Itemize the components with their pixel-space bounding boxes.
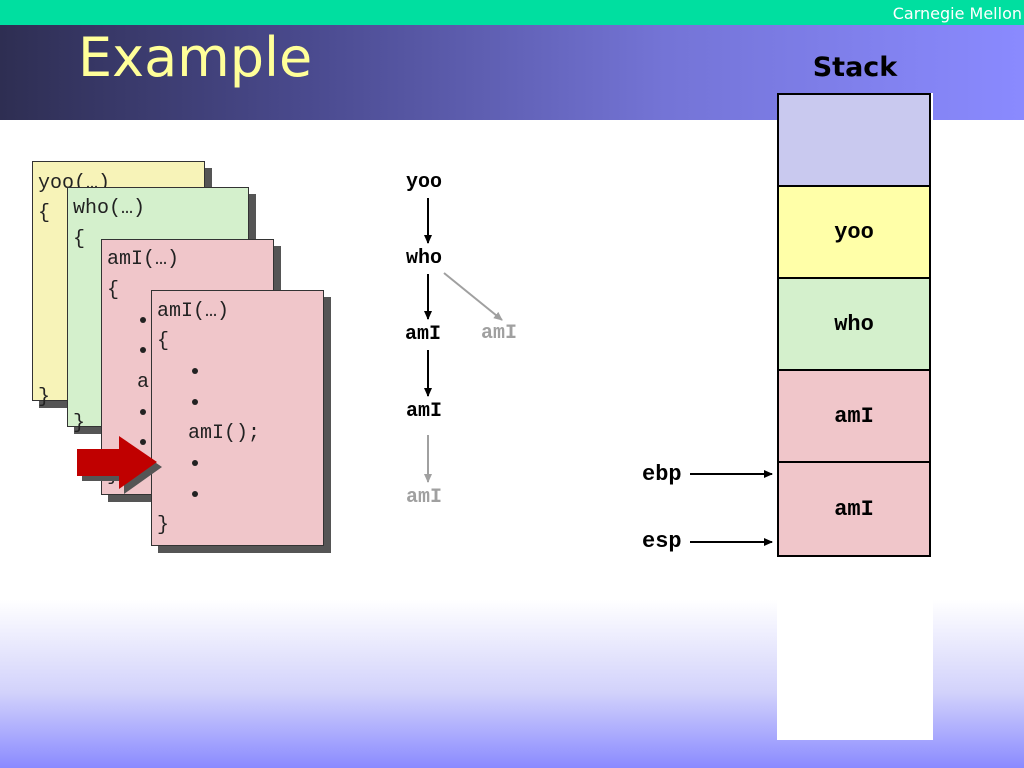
card-call-line: amI(); (188, 422, 261, 445)
tree-node-ami-sibling: amI (481, 322, 518, 345)
tree-node-yoo: yoo (406, 171, 443, 194)
bullet (192, 368, 198, 374)
card-partial-char: a (137, 371, 150, 394)
card-signature: amI(…) (157, 300, 230, 323)
stack-frame-who: who (777, 277, 931, 371)
bullet (192, 399, 198, 405)
stack-frame-ami-1: amI (777, 369, 931, 463)
tree-node-ami-2: amI (406, 400, 443, 423)
bullet (192, 491, 198, 497)
stack-frame-top (777, 93, 931, 187)
bullet (192, 460, 198, 466)
card-close-brace: } (38, 386, 51, 409)
stack-frame-yoo: yoo (777, 185, 931, 279)
stack-frame-ami-2: amI (777, 461, 931, 557)
code-card-ami-2: amI(…) { amI(); } (151, 290, 324, 546)
esp-label: esp (642, 529, 682, 554)
bullet (140, 439, 146, 445)
slide-title: Example (78, 26, 313, 89)
card-open-brace: { (157, 330, 170, 353)
current-line-arrow (77, 436, 157, 489)
tree-arrow-who-ami-sibling (443, 272, 503, 321)
tree-node-ami-3: amI (406, 486, 443, 509)
brand-label: Carnegie Mellon (892, 4, 1022, 23)
card-signature: who(…) (73, 197, 146, 220)
card-close-brace: } (73, 412, 86, 435)
card-close-brace: } (157, 514, 170, 537)
card-signature: amI(…) (107, 248, 180, 271)
bullet (140, 409, 146, 415)
ebp-label: ebp (642, 462, 682, 487)
tree-node-ami-1: amI (405, 323, 442, 346)
bullet (140, 347, 146, 353)
top-strip (0, 0, 1024, 25)
bullet (140, 317, 146, 323)
stack-title: Stack (812, 52, 898, 83)
card-open-brace: { (38, 202, 51, 225)
tree-node-who: who (406, 247, 443, 270)
card-open-brace: { (107, 279, 120, 302)
card-open-brace: { (73, 228, 86, 251)
